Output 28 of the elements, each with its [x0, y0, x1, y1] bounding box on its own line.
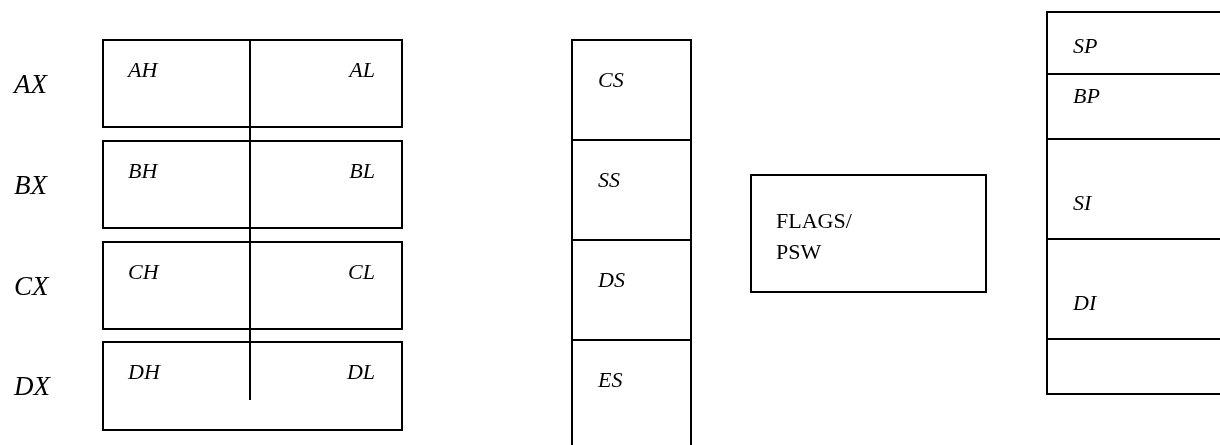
- register-half-name: AH: [128, 59, 158, 81]
- register-half-name: CH: [128, 261, 159, 283]
- flags-register-box: [750, 174, 987, 293]
- register-name: FLAGS/ PSW: [776, 207, 853, 266]
- register-name: BP: [1073, 85, 1100, 107]
- register-half-name: DH: [128, 361, 160, 383]
- register-half-name: DL: [346, 361, 375, 383]
- register-name: DX: [14, 373, 50, 400]
- register-name: ES: [598, 369, 623, 391]
- register-half-name: BL: [349, 160, 375, 182]
- segment-register-box: [571, 39, 692, 141]
- register-name: SP: [1073, 35, 1098, 57]
- segment-register-box: [571, 339, 692, 445]
- register-name: BX: [14, 172, 47, 199]
- register-half-name: BH: [128, 160, 158, 182]
- register-name: DS: [598, 269, 625, 291]
- register-name: CX: [14, 273, 49, 300]
- segment-register-box: [571, 239, 692, 341]
- register-half-name: AL: [349, 59, 375, 81]
- register-name: SS: [598, 169, 620, 191]
- register-name: SI: [1073, 192, 1092, 214]
- segment-register-box: [571, 139, 692, 241]
- pointer-register-box: [1046, 338, 1220, 395]
- register-half-name: CL: [348, 261, 375, 283]
- register-name: AX: [14, 71, 47, 98]
- register-name: DI: [1073, 292, 1097, 314]
- pointer-register-box: [1046, 11, 1220, 75]
- register-name: CS: [598, 69, 624, 91]
